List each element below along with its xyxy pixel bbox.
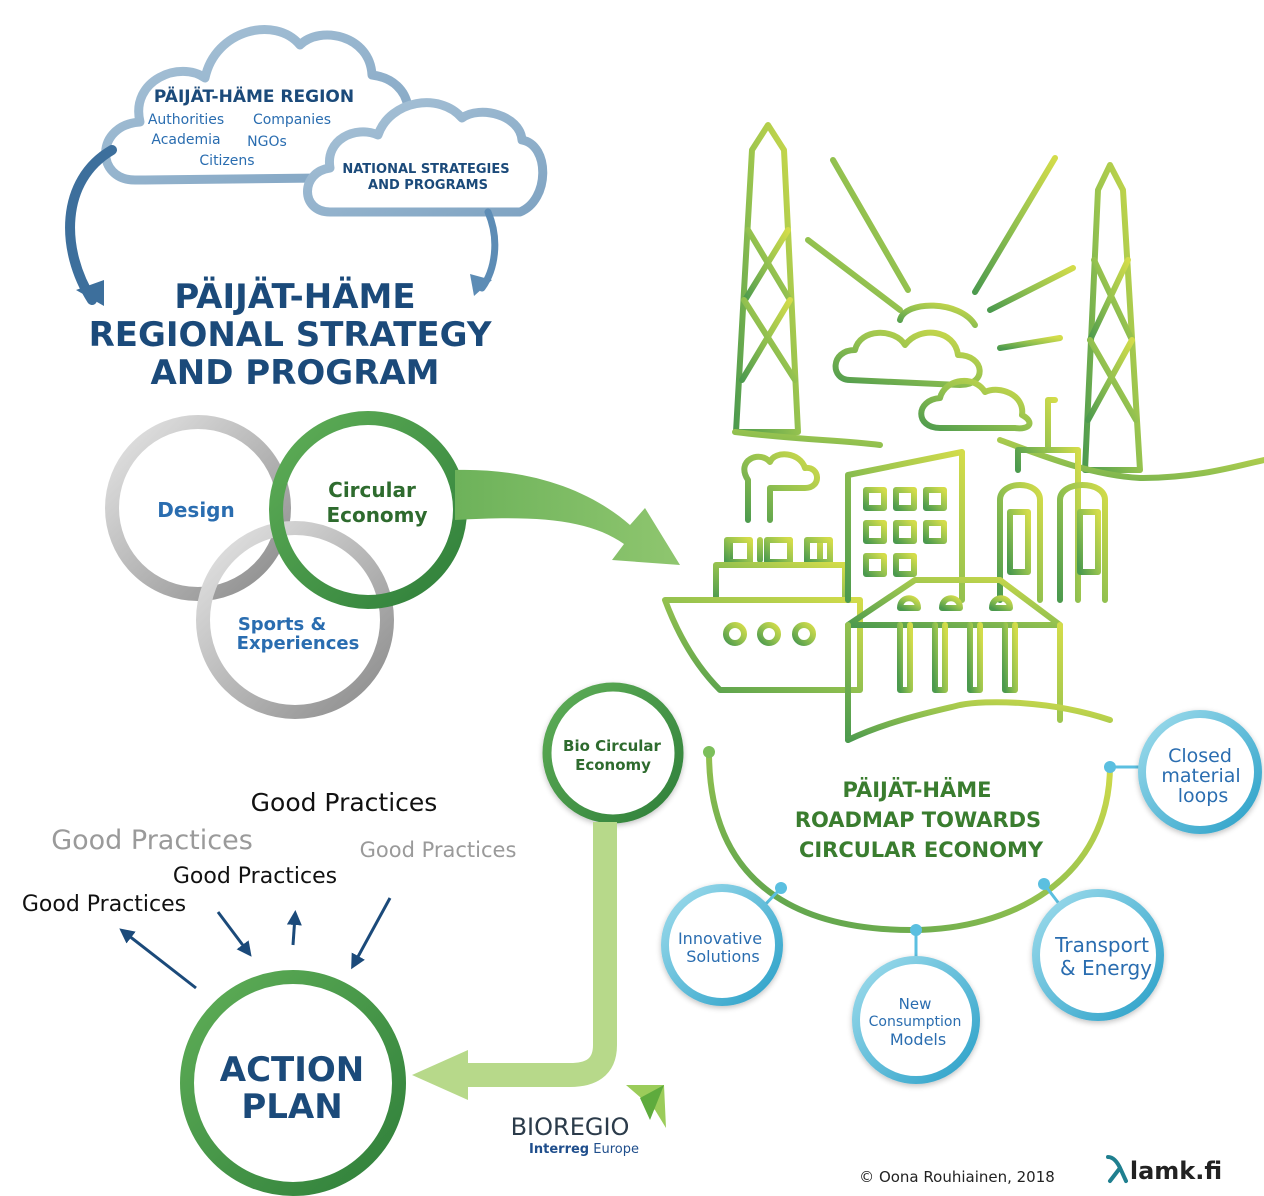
cloud-right-arrowhead: [470, 274, 492, 296]
venn-to-city-arrow: [455, 469, 680, 565]
theme-closed-line1: Closed: [1168, 745, 1232, 767]
strategy-title-line1: PÄIJÄT-HÄME: [174, 276, 415, 317]
good-practices-4: Good Practices: [173, 864, 337, 889]
strategy-title-line3: AND PROGRAM: [150, 353, 439, 393]
bio-to-action-arrow: [465, 822, 617, 1087]
roadmap-line1: PÄIJÄT-HÄME: [843, 777, 992, 802]
region-item-authorities: Authorities: [148, 112, 224, 128]
bio-to-action-arrowhead: [412, 1050, 468, 1100]
cloud-left-arrow: [65, 145, 117, 305]
national-cloud: [303, 98, 548, 217]
connector-dot-bio: [703, 746, 715, 758]
cloud-right-arrow: [478, 208, 499, 292]
theme-innovative-line1: Innovative: [678, 929, 762, 948]
lamk-mark-icon: [1106, 1155, 1128, 1183]
venn-circular-line1: Circular: [328, 478, 416, 502]
roadmap-line3: CIRCULAR ECONOMY: [799, 838, 1044, 862]
action-plan-line1: ACTION: [220, 1050, 364, 1090]
bioregio-name: BIOREGIO: [511, 1113, 630, 1141]
venn-design-circle: [105, 415, 291, 601]
bio-circular-line2: Economy: [575, 756, 651, 774]
region-item-citizens: Citizens: [199, 153, 254, 169]
theme-consumption-bubble: [852, 956, 980, 1084]
region-item-ngos: NGOs: [247, 134, 287, 150]
theme-closed-loops-bubble: [1138, 710, 1262, 834]
venn-sports-line2: Experiences: [237, 633, 360, 654]
cloud-left-arrowhead: [76, 280, 104, 306]
venn-design-label: Design: [157, 498, 234, 522]
good-practices-2: Good Practices: [51, 825, 253, 856]
venn-sports-line1: Sports &: [238, 614, 326, 635]
lamk-logo[interactable]: lamk.fi: [1106, 1155, 1222, 1185]
copyright: © Oona Rouhiainen, 2018: [859, 1168, 1055, 1186]
theme-consumption-line1: New: [899, 995, 932, 1013]
national-line1: NATIONAL STRATEGIES: [342, 162, 509, 177]
bioregio-logo: BIOREGIO Interreg Europe: [511, 1085, 666, 1157]
strategy-title-line2: REGIONAL STRATEGY: [89, 315, 492, 355]
action-plan-circle: [180, 970, 406, 1196]
theme-closed-line2: material: [1161, 765, 1240, 787]
national-line2: AND PROGRAMS: [368, 178, 488, 193]
theme-closed-line3: loops: [1178, 785, 1229, 807]
region-item-companies: Companies: [253, 112, 331, 128]
lamk-text: lamk.fi: [1130, 1157, 1222, 1185]
good-practices-3: Good Practices: [360, 838, 517, 862]
theme-innovative-bubble: [661, 884, 783, 1006]
bio-circular-bubble: [542, 682, 684, 824]
region-title: PÄIJÄT-HÄME REGION: [154, 85, 354, 107]
theme-consumption-line3: Models: [890, 1030, 946, 1049]
theme-consumption-line2: Consumption: [869, 1014, 962, 1030]
connector-dot-transport: [1038, 878, 1050, 890]
good-practices-5: Good Practices: [22, 892, 186, 917]
theme-transport-line1: Transport: [1054, 933, 1149, 957]
venn-sports-circle: [196, 521, 394, 719]
action-plan-line2: PLAN: [241, 1087, 342, 1127]
connector-dot-innovative: [775, 882, 787, 894]
bio-circular-line1: Bio Circular: [563, 737, 661, 755]
good-practices-1: Good Practices: [251, 788, 438, 817]
connector-dot-closed: [1104, 761, 1116, 773]
theme-transport-line2: & Energy: [1060, 956, 1152, 980]
bioregio-interreg: Interreg Europe: [529, 1142, 639, 1157]
theme-innovative-line2: Solutions: [686, 947, 760, 966]
theme-transport-bubble: [1032, 889, 1164, 1021]
good-practices-arrows: [119, 897, 392, 990]
connector-dot-consumption: [910, 924, 922, 936]
venn-circular-line2: Economy: [326, 503, 427, 527]
region-item-academia: Academia: [151, 132, 220, 148]
roadmap-line2: ROADMAP TOWARDS: [795, 808, 1041, 832]
